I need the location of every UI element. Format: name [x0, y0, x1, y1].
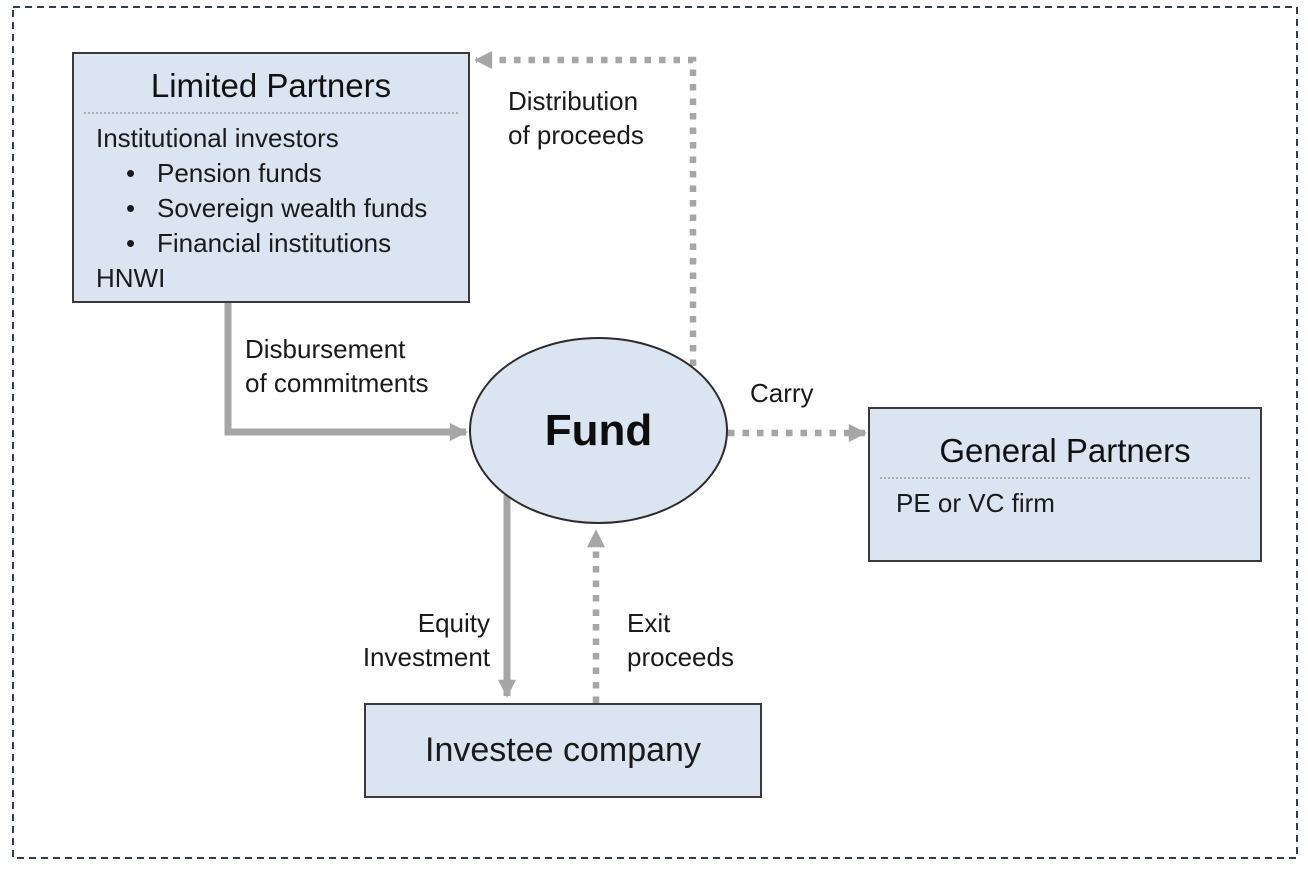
limited-partners-title: Limited Partners — [150, 67, 392, 104]
general-partners-node: General Partners PE or VC firm — [868, 407, 1262, 562]
divider — [84, 112, 458, 114]
label-line: Equity — [417, 608, 490, 638]
limited-partners-node: Limited Partners Institutional investors… — [72, 52, 470, 303]
investee-company-node: Investee company — [364, 703, 762, 798]
list-item: • Pension funds — [74, 156, 468, 191]
label-line: of proceeds — [508, 120, 644, 150]
label-line: of commitments — [245, 368, 429, 398]
list-item: • Financial institutions — [74, 226, 468, 261]
fund-title: Fund — [544, 405, 653, 455]
label-line: Carry — [750, 378, 814, 408]
divider — [880, 477, 1250, 479]
bullet-icon: • — [126, 228, 136, 258]
general-partners-title: General Partners — [939, 432, 1191, 469]
list-item-label: Pension funds — [157, 158, 322, 188]
distribution-of-proceeds-arrow — [474, 51, 697, 366]
lp-intro-line: Institutional investors — [96, 123, 339, 153]
label-line: Exit — [627, 608, 671, 638]
label-line: Disbursement — [245, 334, 406, 364]
bullet-icon: • — [126, 158, 136, 188]
list-item-label: Sovereign wealth funds — [157, 193, 428, 223]
distribution-of-proceeds-label: Distribution of proceeds — [508, 84, 644, 152]
label-line: Distribution — [508, 86, 639, 116]
equity-investment-label: Equity Investment — [330, 606, 490, 674]
list-item-label: Financial institutions — [157, 228, 392, 258]
disbursement-of-commitments-label: Disbursement of commitments — [245, 332, 429, 400]
label-line: Investment — [362, 642, 490, 672]
list-item: • Sovereign wealth funds — [74, 191, 468, 226]
lp-footer-line: HNWI — [96, 263, 166, 293]
exit-proceeds-label: Exit proceeds — [627, 606, 734, 674]
label-line: proceeds — [627, 642, 734, 672]
gp-body-line: PE or VC firm — [896, 488, 1055, 518]
carry-label: Carry — [750, 376, 814, 410]
investee-company-title: Investee company — [425, 731, 701, 769]
disbursement-arrow — [224, 303, 468, 441]
outer-dashed-border — [12, 6, 1298, 859]
bullet-icon: • — [126, 193, 136, 223]
fund-node: Fund — [469, 337, 728, 524]
